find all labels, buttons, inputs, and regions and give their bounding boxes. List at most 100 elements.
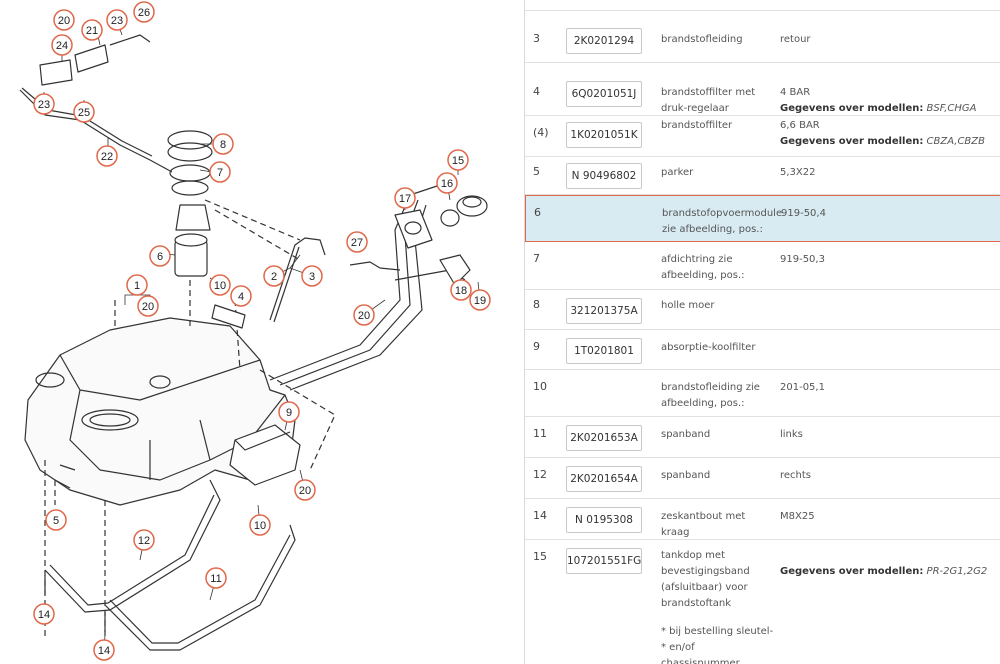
- callout-label: 14: [38, 609, 50, 621]
- position-number: 10: [533, 380, 547, 393]
- callout-label: 4: [238, 291, 244, 303]
- part-info: 4 BAR Gegevens over modellen: BSF,CHGA: [780, 85, 995, 117]
- table-row-selected[interactable]: 6 brandstofopvoermodule zie afbeelding, …: [525, 195, 1000, 242]
- callout-label: 20: [299, 485, 311, 497]
- part-number-button[interactable]: 107201551FG: [566, 548, 642, 574]
- part-description-text: tankdop met bevestigingsband (afsluitbaa…: [661, 550, 750, 609]
- callout-circle: [53, 9, 75, 31]
- callout-circle: [263, 265, 285, 287]
- callout-circle: [447, 149, 469, 171]
- part-number-button[interactable]: 321201375A: [566, 298, 642, 324]
- part-description: brandstofleiding zie afbeelding, pos.:: [661, 382, 760, 409]
- callout-circle: [212, 133, 234, 155]
- table-row[interactable]: 10 brandstofleiding zie afbeelding, pos.…: [525, 370, 1000, 417]
- part-description: holle moer: [661, 300, 715, 311]
- position-number: 15: [533, 550, 547, 563]
- table-row[interactable]: 9 1T0201801 absorptie-koolfilter: [525, 330, 1000, 370]
- table-row[interactable]: 12 2K0201654A spanband rechts: [525, 458, 1000, 499]
- callout-label: 7: [217, 167, 223, 179]
- callout-circle: [346, 231, 368, 253]
- parts-list-panel: 3 2K0201294 brandstofleiding retour 4 6Q…: [524, 0, 1000, 664]
- table-row[interactable]: 8 321201375A holle moer: [525, 290, 1000, 330]
- table-row[interactable]: 11 2K0201653A spanband links: [525, 417, 1000, 458]
- part-info: 6,6 BAR Gegevens over modellen: CBZA,CBZ…: [780, 118, 995, 150]
- part-number-button[interactable]: 2K0201294: [566, 28, 642, 54]
- callout-circle: [51, 34, 73, 56]
- position-number: 6: [534, 206, 541, 219]
- callout-circle: [96, 145, 118, 167]
- table-row[interactable]: 7 afdichtring zie afbeelding, pos.: 919-…: [525, 242, 1000, 290]
- callout-label: 17: [399, 193, 411, 205]
- callout-circle: [33, 603, 55, 625]
- part-info: 5,3X22: [780, 167, 816, 178]
- part-info-value: 4 BAR: [780, 87, 811, 98]
- callout-circle: [133, 529, 155, 551]
- callout-circle: [394, 187, 416, 209]
- part-number-button[interactable]: 1K0201051K: [566, 122, 642, 148]
- callout-label: 10: [254, 520, 266, 532]
- position-number: 12: [533, 468, 547, 481]
- callout-circle: [149, 245, 171, 267]
- models-value: CBZA,CBZB: [926, 136, 985, 147]
- part-description: brandstoffilter met druk-regelaar: [661, 87, 756, 114]
- callout-label: 19: [474, 295, 486, 307]
- callout-label: 14: [98, 645, 110, 657]
- callout-circle: [205, 567, 227, 589]
- part-number-button[interactable]: 6Q0201051J: [566, 81, 642, 107]
- callout-circle: [126, 274, 148, 296]
- note-line: * bij bestelling sleutel-: [661, 626, 774, 637]
- part-info: 919-50,4: [781, 208, 826, 219]
- part-description: brandstoffilter: [661, 120, 733, 131]
- callout-label: 6: [157, 251, 163, 263]
- table-row[interactable]: 4 6Q0201051J brandstoffilter met druk-re…: [525, 63, 1000, 116]
- callout-label: 11: [210, 573, 221, 585]
- callout-label: 2: [271, 271, 277, 283]
- callout-circle: [93, 639, 115, 661]
- part-description: absorptie-koolfilter: [661, 342, 756, 353]
- table-row[interactable]: 15 107201551FG tankdop met bevestigingsb…: [525, 540, 1000, 664]
- part-number-button[interactable]: 2K0201653A: [566, 425, 642, 451]
- part-number-button[interactable]: 2K0201654A: [566, 466, 642, 492]
- position-number: 11: [533, 427, 547, 440]
- callout-label: 27: [351, 237, 363, 249]
- callout-circle: [137, 295, 159, 317]
- callout-circle: [294, 479, 316, 501]
- part-description: tankdop met bevestigingsband (afsluitbaa…: [661, 548, 776, 664]
- part-description: brandstofleiding: [661, 34, 743, 45]
- callout-label: 15: [452, 155, 464, 167]
- part-info-value: 6,6 BAR: [780, 120, 820, 131]
- part-description: zeskantbout met kraag: [661, 511, 746, 538]
- part-info: links: [780, 429, 803, 440]
- position-number: 8: [533, 298, 540, 311]
- callout-circle: [450, 279, 472, 301]
- callout-circle: [33, 93, 55, 115]
- part-info: M8X25: [780, 511, 815, 522]
- models-value: PR-2G1,2G2: [926, 566, 988, 577]
- table-row[interactable]: (4) 1K0201051K brandstoffilter 6,6 BAR G…: [525, 116, 1000, 157]
- callout-label: 21: [86, 25, 98, 37]
- models-label: Gegevens over modellen:: [780, 566, 924, 577]
- callout-circle: [81, 19, 103, 41]
- callout-label: 20: [358, 310, 370, 322]
- callout-circle: [230, 285, 252, 307]
- callout-label: 12: [138, 535, 150, 547]
- models-label: Gegevens over modellen:: [780, 136, 924, 147]
- part-number-button[interactable]: 1T0201801: [566, 338, 642, 364]
- part-description: spanband: [661, 470, 711, 481]
- part-description: parker: [661, 167, 694, 178]
- table-row[interactable]: 5 N 90496802 parker 5,3X22: [525, 157, 1000, 195]
- callout-label: 24: [56, 40, 68, 52]
- part-number-button[interactable]: N 90496802: [566, 163, 642, 189]
- part-number-button[interactable]: N 0195308: [566, 507, 642, 533]
- table-row[interactable]: 14 N 0195308 zeskantbout met kraag M8X25: [525, 499, 1000, 540]
- position-number: 7: [533, 252, 540, 265]
- part-description: brandstofopvoermodule zie afbeelding, po…: [662, 208, 783, 235]
- part-info: 201-05,1: [780, 382, 825, 393]
- part-description: afdichtring zie afbeelding, pos.:: [661, 254, 745, 281]
- table-row[interactable]: 3 2K0201294 brandstofleiding retour: [525, 10, 1000, 63]
- models-value: BSF,CHGA: [926, 103, 977, 114]
- part-info: Gegevens over modellen: PR-2G1,2G2: [780, 564, 995, 580]
- callout-circle: [209, 161, 231, 183]
